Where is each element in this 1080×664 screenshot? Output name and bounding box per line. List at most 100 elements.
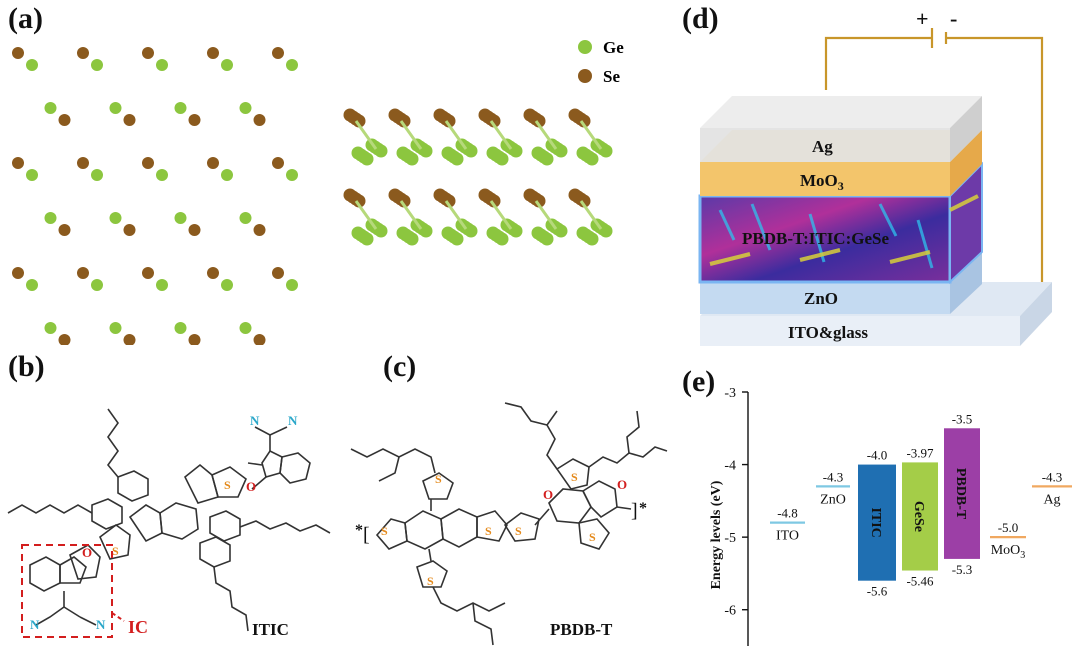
pbdbt-atom-s6: S <box>571 470 578 484</box>
atom-ge-5 <box>156 59 168 71</box>
y-tick-label-3: -6 <box>724 604 736 619</box>
side-ge2-1-0-3 <box>360 232 374 246</box>
side-ge2-0-1-3 <box>405 152 419 166</box>
panel-label-c: (c) <box>383 350 417 383</box>
atom-se-35 <box>253 224 266 236</box>
pbdbt-molecule: * [ * ] S S S S S S S O O PBDB-T <box>350 402 668 646</box>
side-se-1-4-3 <box>532 194 546 208</box>
atom-se-51 <box>188 334 201 345</box>
side-se-0-2-3 <box>442 114 456 128</box>
atom-ge-25 <box>221 169 233 181</box>
circuit-wire <box>824 28 1044 282</box>
side-ge-1-5-3 <box>599 224 613 238</box>
atom-se-31 <box>123 224 136 236</box>
itic-label: ITIC <box>252 620 289 639</box>
ic-highlight-box <box>21 544 113 638</box>
pbdbt-atom-s1: S <box>381 524 388 538</box>
side-ge2-0-4-3 <box>540 152 554 166</box>
side-ge-1-1-3 <box>419 224 433 238</box>
level-name-moo: MoO3 <box>991 543 1026 561</box>
atom-se-4 <box>142 47 154 59</box>
atom-ge-12 <box>109 102 122 114</box>
side-ge2-1-4-3 <box>540 232 554 246</box>
y-tick-label-0: -3 <box>724 386 736 401</box>
side-ge-0-3-3 <box>509 144 523 158</box>
atom-se-26 <box>272 157 284 169</box>
layer-label-ag: Ag <box>812 137 833 156</box>
svg-text:]: ] <box>631 500 638 522</box>
pbdbt-atom-s4: S <box>427 574 434 588</box>
y-axis-label: Energy levels (eV) <box>709 480 724 589</box>
pbdbt-star-left: * <box>355 522 363 539</box>
side-ge2-0-5-3 <box>585 152 599 166</box>
panel-label-d: (d) <box>682 2 719 35</box>
atom-ge-46 <box>44 322 57 334</box>
level-value-moo: -5.0 <box>998 520 1019 535</box>
crystal-side-view <box>343 108 613 246</box>
y-tick-label-2: -5 <box>724 531 736 546</box>
side-se-1-3-3 <box>487 194 501 208</box>
itic-atom-n2: N <box>288 413 298 428</box>
pbdbt-atom-s2: S <box>485 524 492 538</box>
atom-se-8 <box>272 47 284 59</box>
side-ge-0-0-3 <box>374 144 388 158</box>
level-value-zno: -4.3 <box>823 469 844 484</box>
side-se-0-4-3 <box>532 114 546 128</box>
itic-atom-o1: O <box>246 479 256 494</box>
level-name-zno: ZnO <box>820 492 846 507</box>
legend-se-marker <box>578 69 592 83</box>
atom-se-6 <box>207 47 219 59</box>
panel-label-a: (a) <box>8 2 43 35</box>
side-ge2-0-3-3 <box>495 152 509 166</box>
side-se-0-0-3 <box>352 114 366 128</box>
band-bar-gese <box>902 462 938 571</box>
atom-ge-10 <box>44 102 57 114</box>
atom-se-47 <box>58 334 71 345</box>
band-name-itic: ITIC <box>868 507 883 537</box>
atom-ge-3 <box>91 59 103 71</box>
atom-ge-43 <box>221 279 233 291</box>
legend-se-label: Se <box>603 67 620 86</box>
atom-se-40 <box>142 267 154 279</box>
level-name-ag: Ag <box>1043 492 1060 507</box>
pbdbt-atom-s3: S <box>435 472 442 486</box>
band-name-pbdb-t: PBDB-T <box>953 468 968 520</box>
atom-se-44 <box>272 267 284 279</box>
band-bar-itic <box>858 464 896 581</box>
panel-label-b: (b) <box>8 350 45 383</box>
side-se-0-5-3 <box>577 114 591 128</box>
pbdbt-star-right: * <box>639 500 647 517</box>
atom-se-36 <box>12 267 24 279</box>
polarity-plus: + <box>916 6 929 31</box>
device-architecture: + - Ag MoO3 PBDB-T:ITIC:GeSe ZnO ITO&gla… <box>698 6 1052 346</box>
lumo-label-pbdb-t: -3.5 <box>952 411 973 426</box>
atom-ge-34 <box>239 212 252 224</box>
side-ge-0-2-3 <box>464 144 478 158</box>
atom-ge-19 <box>26 169 38 181</box>
atom-se-22 <box>142 157 154 169</box>
legend-ge-label: Ge <box>603 38 624 57</box>
itic-atom-n1: N <box>250 413 260 428</box>
side-ge-0-5-3 <box>599 144 613 158</box>
atom-ge-50 <box>174 322 187 334</box>
y-axis-ticks: -3-4-5-6 <box>724 386 748 619</box>
atom-ge-48 <box>109 322 122 334</box>
energy-marks: -4.8ITO-4.3ZnO-4.0-5.6ITIC-3.97-5.46GeSe… <box>770 411 1072 599</box>
atom-se-53 <box>253 334 266 345</box>
pbdbt-label: PBDB-T <box>550 620 613 639</box>
legend-ge-marker <box>578 40 592 54</box>
side-ge-0-1-3 <box>419 144 433 158</box>
itic-molecule: N N O S S O N N IC ITIC <box>7 408 331 639</box>
svg-text:[: [ <box>363 524 370 546</box>
side-ge-1-4-3 <box>554 224 568 238</box>
side-se-0-1-3 <box>397 114 411 128</box>
atom-ge-7 <box>221 59 233 71</box>
level-name-ito: ITO <box>776 529 799 544</box>
atom-se-42 <box>207 267 219 279</box>
atom-ge-16 <box>239 102 252 114</box>
atom-se-17 <box>253 114 266 126</box>
side-ge-1-2-3 <box>464 224 478 238</box>
side-ge2-0-0-3 <box>360 152 374 166</box>
itic-atom-n4: N <box>96 617 106 632</box>
side-ge2-1-1-3 <box>405 232 419 246</box>
